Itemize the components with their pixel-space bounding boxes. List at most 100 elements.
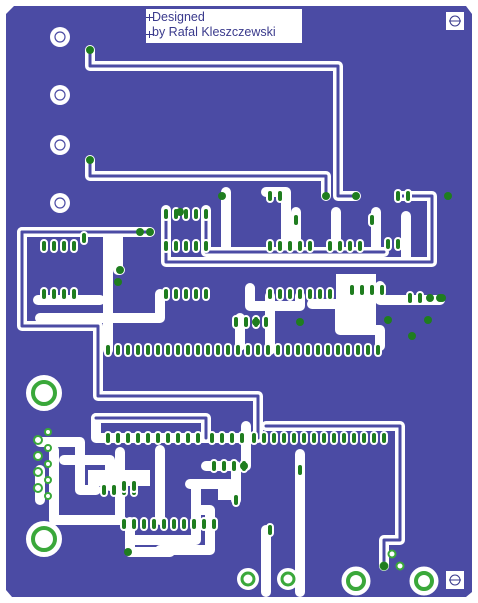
pad: [218, 431, 226, 445]
pad: [276, 239, 284, 253]
via: [380, 562, 388, 570]
pad: [190, 517, 198, 531]
pad: [264, 343, 272, 357]
pad: [242, 315, 250, 329]
pad: [174, 431, 182, 445]
pad: [70, 239, 78, 253]
pad: [182, 207, 190, 221]
pad: [230, 459, 238, 473]
pad: [220, 459, 228, 473]
pad: [50, 239, 58, 253]
pad: [416, 291, 424, 305]
pad: [404, 189, 412, 203]
pad: [50, 287, 58, 301]
pad: [210, 459, 218, 473]
pad: [182, 239, 190, 253]
pad: [228, 431, 236, 445]
connector-pads-large: [26, 375, 439, 596]
pad: [266, 523, 274, 537]
pad: [284, 343, 292, 357]
pad: [110, 483, 118, 497]
pad: [296, 239, 304, 253]
pad: [296, 287, 304, 301]
label-line-2: by Rafal Kleszczewski: [152, 25, 276, 39]
pad: [320, 431, 328, 445]
pad: [406, 291, 414, 305]
pad: [306, 239, 314, 253]
origin-marker-icon: [146, 14, 153, 21]
pad: [326, 239, 334, 253]
pad: [154, 431, 162, 445]
pad: [370, 431, 378, 445]
large-pads: [50, 27, 70, 213]
pad: [192, 207, 200, 221]
pad: [180, 517, 188, 531]
pad: [346, 239, 354, 253]
via: [352, 192, 360, 200]
pad: [238, 431, 246, 445]
pad: [262, 315, 270, 329]
via: [146, 228, 154, 236]
pad: [358, 283, 366, 297]
pad: [100, 483, 108, 497]
via: [86, 46, 94, 54]
pad: [134, 343, 142, 357]
via: [296, 318, 304, 326]
pad: [244, 343, 252, 357]
pad: [310, 431, 318, 445]
pad: [204, 343, 212, 357]
clearance-area: [88, 470, 150, 486]
crosshair-circle-icon: [446, 571, 464, 589]
pad: [266, 287, 274, 301]
pad: [360, 431, 368, 445]
pad: [130, 479, 138, 493]
pad: [124, 431, 132, 445]
pad: [250, 431, 258, 445]
pad: [316, 287, 324, 301]
via: [322, 192, 330, 200]
pad: [274, 343, 282, 357]
via: [86, 156, 94, 164]
pad: [210, 517, 218, 531]
pad: [294, 343, 302, 357]
pad: [184, 431, 192, 445]
pad: [232, 315, 240, 329]
crosshair-circle-icon: [446, 12, 464, 30]
pad: [162, 207, 170, 221]
pad: [304, 343, 312, 357]
pad: [114, 431, 122, 445]
via: [384, 316, 392, 324]
pad: [162, 287, 170, 301]
pad: [300, 431, 308, 445]
pad: [224, 343, 232, 357]
pad: [350, 431, 358, 445]
pad: [60, 239, 68, 253]
via: [116, 266, 124, 274]
pad: [232, 493, 240, 507]
pad: [324, 343, 332, 357]
pad: [40, 287, 48, 301]
via: [444, 192, 452, 200]
pad: [276, 287, 284, 301]
pad: [348, 283, 356, 297]
via: [438, 294, 446, 302]
pad: [200, 517, 208, 531]
pad: [140, 517, 148, 531]
pad: [368, 283, 376, 297]
pad: [104, 343, 112, 357]
pad: [378, 283, 386, 297]
pad: [80, 231, 88, 245]
vias: [86, 46, 452, 570]
via: [114, 278, 122, 286]
pad: [160, 517, 168, 531]
pad: [270, 431, 278, 445]
via: [124, 548, 132, 556]
pad: [276, 189, 284, 203]
pad: [120, 517, 128, 531]
pad: [150, 517, 158, 531]
pad: [184, 343, 192, 357]
via: [424, 316, 432, 324]
pad: [60, 287, 68, 301]
pad: [354, 343, 362, 357]
